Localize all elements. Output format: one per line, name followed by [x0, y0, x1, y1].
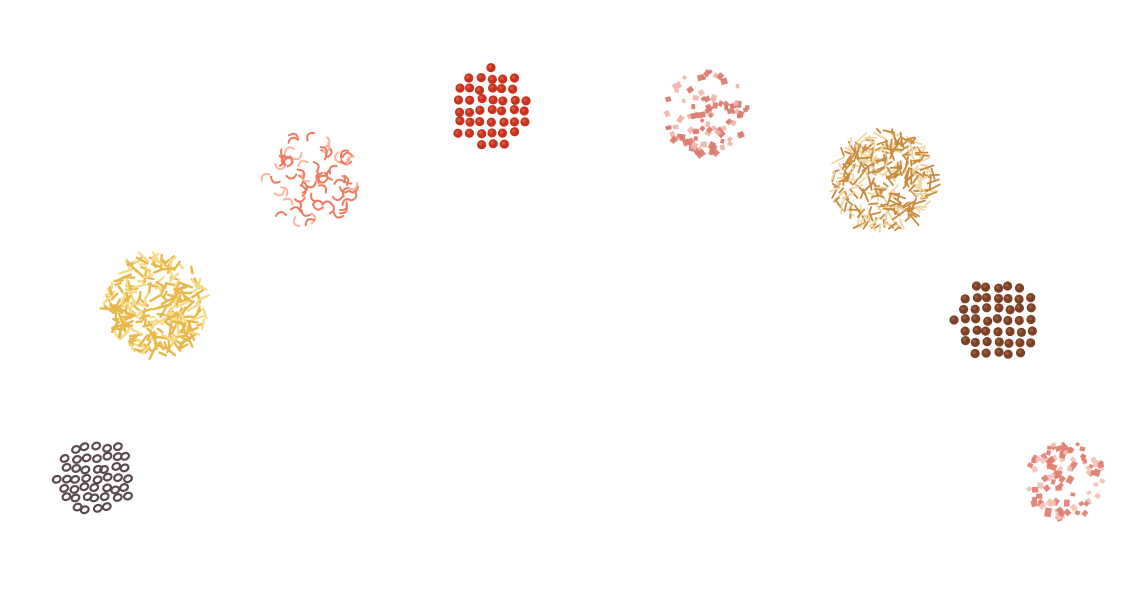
topping-ham[interactable]	[660, 66, 752, 160]
ham-icon	[663, 68, 750, 159]
sausage-icon	[949, 281, 1037, 359]
topping-bacon[interactable]	[1022, 438, 1110, 526]
shrimp-icon	[260, 131, 359, 228]
topping-fried-onions[interactable]	[829, 125, 941, 237]
pepperoni-icon	[453, 63, 531, 150]
black-olives-icon	[51, 441, 133, 515]
topping-sausage[interactable]	[948, 272, 1046, 366]
fried-onions-icon	[829, 128, 941, 233]
cheese-icon	[99, 251, 211, 361]
bacon-icon	[1026, 442, 1106, 523]
topping-shrimp[interactable]	[259, 130, 361, 230]
topping-cheese[interactable]	[99, 251, 211, 361]
topping-black-olives[interactable]	[51, 434, 138, 520]
topping-pepperoni[interactable]	[444, 63, 534, 153]
